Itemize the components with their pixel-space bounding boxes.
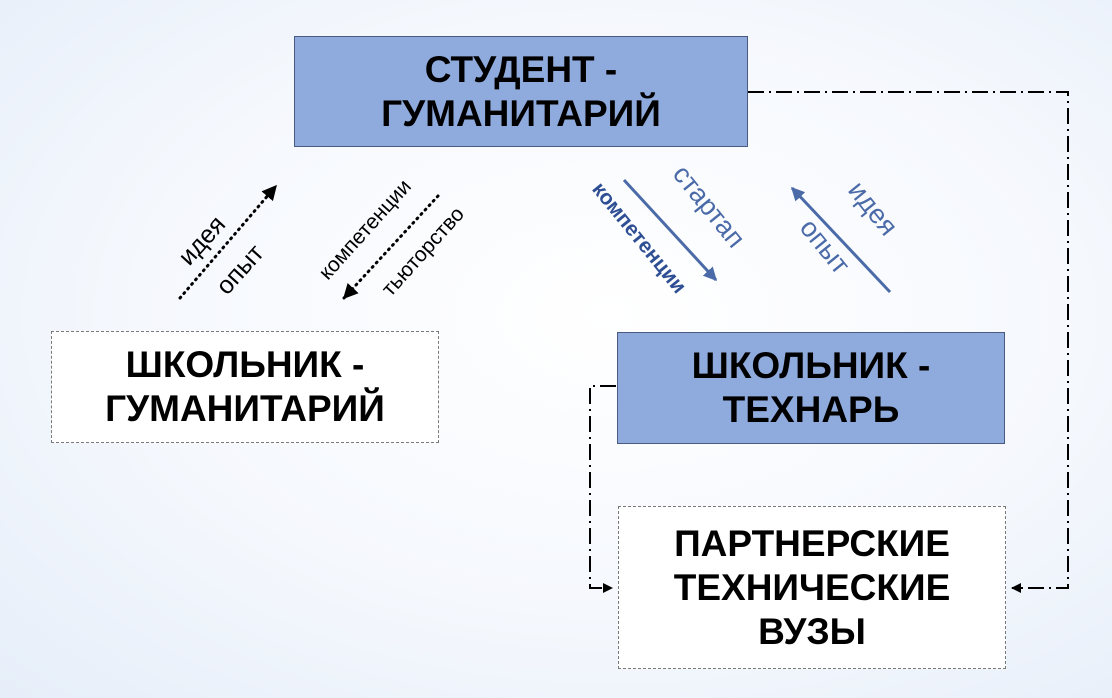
arrow-right-down [622, 178, 718, 282]
node-partner-universities: ПАРТНЕРСКИЕ ТЕХНИЧЕСКИЕ ВУЗЫ [618, 506, 1006, 669]
node-student-humanitarian: СТУДЕНТ - ГУМАНИТАРИЙ [294, 36, 748, 147]
connector-student-to-universities [748, 91, 1069, 593]
arrow-right-up [790, 186, 892, 294]
node-partner-line-1: ПАРТНЕРСКИЕ [674, 522, 950, 564]
label-experience-left: опыт [211, 239, 270, 300]
connector-techie-to-universities [589, 385, 616, 593]
arrow-left-up [178, 184, 278, 300]
node-school-humanitarian: ШКОЛЬНИК - ГУМАНИТАРИЙ [51, 331, 439, 443]
node-school-humanitarian-line-1: ШКОЛЬНИК - [125, 344, 365, 385]
node-student-line-1: СТУДЕНТ - [424, 48, 618, 90]
node-school-techie: ШКОЛЬНИК - ТЕХНАРЬ [617, 332, 1005, 444]
node-student-line-2: ГУМАНИТАРИЙ [381, 92, 661, 134]
node-partner-line-2: ТЕХНИЧЕСКИЕ [673, 566, 951, 608]
label-idea-right: идея [842, 175, 903, 241]
node-partner-line-3: ВУЗЫ [758, 610, 866, 652]
arrow-left-down [342, 194, 440, 300]
node-school-techie-line-1: ШКОЛЬНИК - [691, 345, 931, 386]
label-idea-left: идея [173, 210, 231, 270]
node-school-techie-line-2: ТЕХНАРЬ [722, 389, 900, 430]
node-school-humanitarian-line-2: ГУМАНИТАРИЙ [105, 388, 385, 429]
